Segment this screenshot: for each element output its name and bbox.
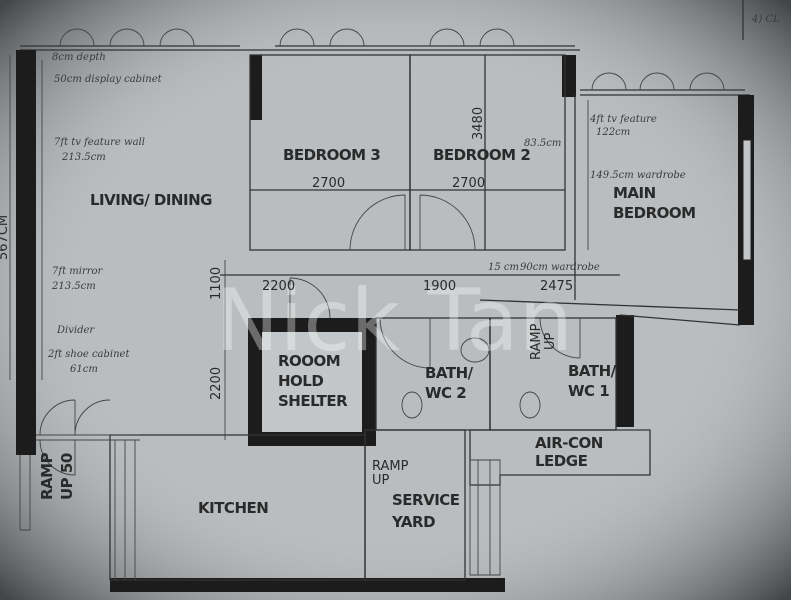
dim-corridor-1: 2200 [262, 279, 295, 294]
dim-corridor-2: 1900 [423, 279, 456, 294]
label-shelter-3: SHELTER [278, 392, 348, 410]
note-bed2-gap: 83.5cm [524, 138, 561, 149]
label-ramp-bath-1: RAMP [529, 323, 544, 360]
note-main-tv-2: 122cm [596, 127, 630, 138]
note-tv-wall-2: 213.5cm [61, 152, 106, 163]
header-note: 4) CL [751, 14, 780, 25]
walls [16, 50, 754, 592]
label-main-bedroom-2: BEDROOM [613, 204, 696, 222]
dim-left-total: 567CM [0, 215, 11, 260]
label-living-dining: LIVING/ DINING [90, 191, 212, 209]
label-aircon-2: LEDGE [535, 452, 588, 470]
dim-vert-1100: 1100 [209, 267, 224, 300]
label-service-1: SERVICE [392, 491, 460, 509]
dim-bed3-width: 2700 [312, 176, 345, 191]
label-ramp-bath-2: UP [543, 332, 558, 350]
top-windows [20, 28, 750, 96]
room-outlines [9, 54, 741, 581]
note-shoe-2: 61cm [70, 364, 98, 375]
dim-vert-2200: 2200 [209, 367, 224, 400]
label-shelter-2: HOLD [278, 372, 323, 390]
note-shoe-1: 2ft shoe cabinet [47, 349, 130, 360]
label-bath-2-2: WC 2 [425, 384, 466, 402]
label-service-2: YARD [391, 513, 435, 531]
room-labels: LIVING/ DINING BEDROOM 3 BEDROOM 2 MAIN … [38, 146, 696, 531]
dim-bed2-width: 2700 [452, 176, 485, 191]
note-gap-15: 15 cm [488, 262, 519, 273]
label-main-bedroom-1: MAIN [613, 184, 656, 202]
label-ramp-yard-2: UP [372, 473, 390, 488]
label-kitchen: KITCHEN [198, 499, 268, 517]
label-shelter-1: ROOOM [278, 352, 340, 370]
note-mirror-1: 7ft mirror [52, 266, 104, 277]
note-main-wardrobe: 149.5cm wardrobe [590, 170, 686, 181]
note-display-cabinet: 50cm display cabinet [54, 74, 163, 85]
label-ramp-left-2: UP 50 [58, 453, 76, 500]
note-divider: Divider [56, 325, 95, 336]
label-ramp-left-1: RAMP [38, 452, 56, 500]
note-mirror-2: 213.5cm [51, 281, 96, 292]
note-beam: 8cm depth [52, 52, 106, 63]
label-bedroom-2: BEDROOM 2 [433, 146, 530, 164]
label-bath-2-1: BATH/ [425, 364, 474, 382]
label-bedroom-3: BEDROOM 3 [283, 146, 380, 164]
note-main-tv-1: 4ft tv feature [589, 114, 657, 125]
dimension-labels: 2700 2700 3480 2200 1900 2475 1100 2200 … [0, 107, 573, 400]
label-ramp-yard-1: RAMP [372, 459, 409, 474]
note-wardrobe-90: 90cm wardrobe [520, 262, 600, 273]
label-aircon-1: AIR-CON [535, 434, 603, 452]
label-bath-1-2: WC 1 [568, 382, 609, 400]
label-bath-1-1: BATH/ [568, 362, 617, 380]
dim-corridor-3: 2475 [540, 279, 573, 294]
note-tv-wall-1: 7ft tv feature wall [54, 137, 145, 148]
handwritten-notes: 8cm depth 50cm display cabinet 7ft tv fe… [47, 52, 686, 375]
dim-bed-depth: 3480 [471, 107, 486, 140]
